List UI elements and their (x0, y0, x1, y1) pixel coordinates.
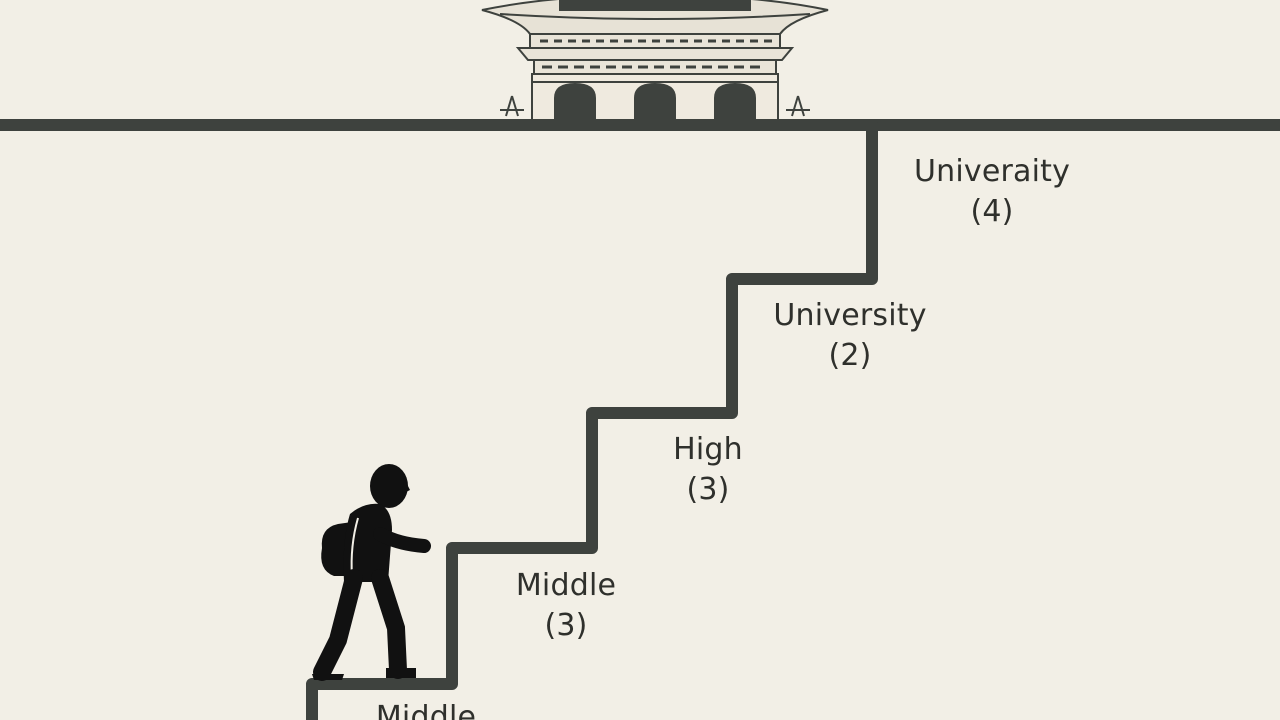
step-label-university-4: Univeraity (4) (872, 152, 1112, 232)
climbing-student-icon (312, 464, 431, 681)
step-label-middle-bottom: Middle (306, 698, 546, 720)
step-years: (2) (828, 338, 872, 373)
step-name: Middle (515, 568, 617, 603)
step-name: Middle (375, 700, 477, 720)
step-label-middle-3: Middle (3) (446, 566, 686, 646)
step-name: High (673, 432, 743, 467)
palace-gate-icon (481, 0, 829, 121)
staircase-line (306, 119, 878, 720)
step-years: (4) (970, 194, 1014, 229)
step-label-high-3: High (3) (588, 430, 828, 510)
step-label-university-2: University (2) (730, 296, 970, 376)
step-name: Univeraity (913, 154, 1071, 189)
step-name: University (773, 298, 927, 333)
step-years: (3) (686, 472, 730, 507)
step-years: (3) (544, 608, 588, 643)
